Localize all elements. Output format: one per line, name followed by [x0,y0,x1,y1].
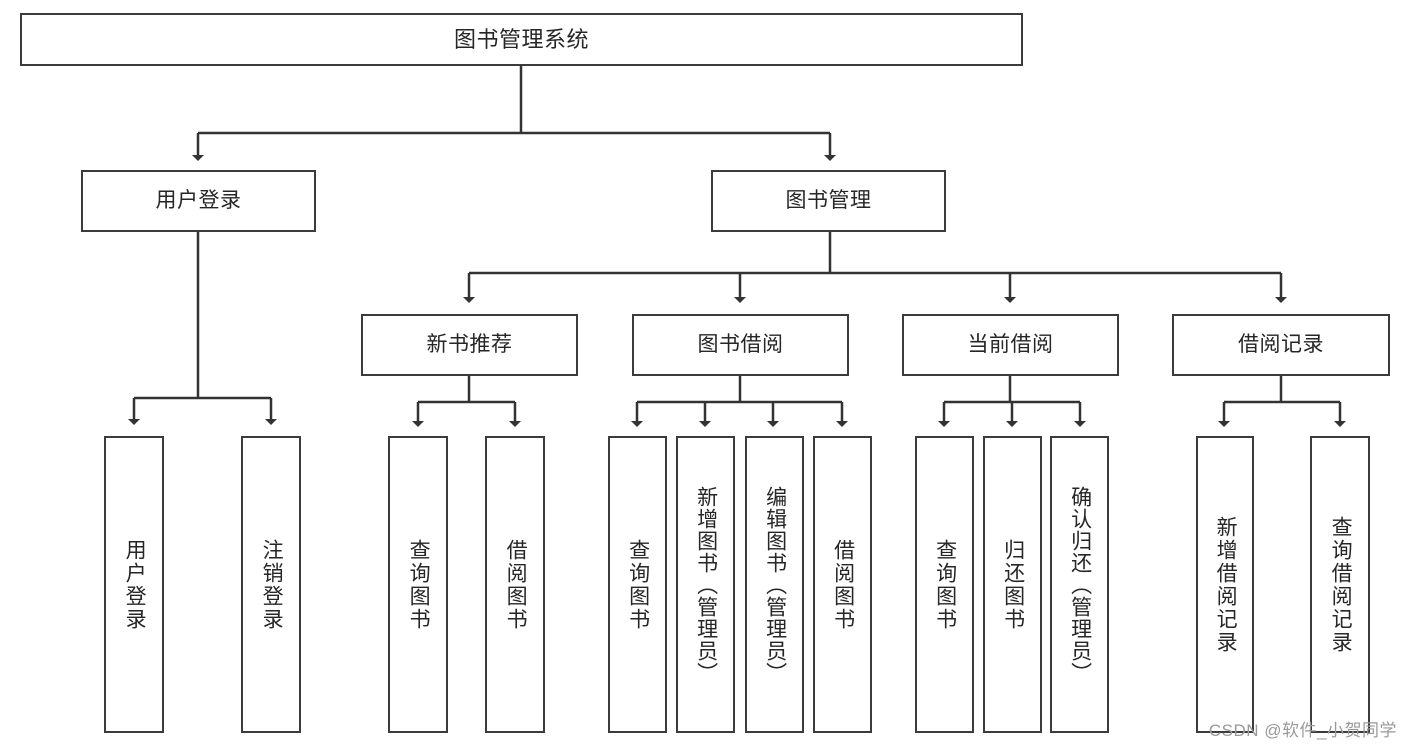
node-new-book-recommend[interactable]: 新书推荐 [361,314,578,376]
watermark-text: CSDN @软件_小贺同学 [1208,721,1397,740]
leaf-current-confirm[interactable]: 确认归还（管理员） [1050,436,1109,733]
leaf-current-confirm-label: 确认归还（管理员） [1068,485,1092,684]
leaf-borrow-add[interactable]: 新增图书（管理员） [676,436,735,733]
leaf-borrow-edit[interactable]: 编辑图书（管理员） [745,436,804,733]
leaf-newbook-borrow-label: 借阅图书 [504,538,528,631]
node-current-borrow[interactable]: 当前借阅 [902,314,1119,376]
leaf-login-logout[interactable]: 注销登录 [241,436,301,733]
leaf-borrow-query[interactable]: 查询图书 [608,436,667,733]
leaf-borrow-add-label: 新增图书（管理员） [694,485,718,684]
node-root[interactable]: 图书管理系统 [20,13,1023,66]
node-current-borrow-label: 当前借阅 [967,332,1054,356]
node-borrow-records[interactable]: 借阅记录 [1172,314,1390,376]
leaf-borrow-lend[interactable]: 借阅图书 [813,436,872,733]
node-user-login[interactable]: 用户登录 [81,170,316,232]
leaf-current-return-label: 归还图书 [1001,538,1025,631]
node-borrow-records-label: 借阅记录 [1238,332,1324,356]
node-root-label: 图书管理系统 [453,26,589,52]
leaf-borrow-edit-label: 编辑图书（管理员） [763,485,787,684]
leaf-newbook-borrow[interactable]: 借阅图书 [485,436,545,733]
leaf-borrow-query-label: 查询图书 [626,538,650,631]
leaf-current-return[interactable]: 归还图书 [983,436,1042,733]
node-book-borrow[interactable]: 图书借阅 [632,314,849,376]
leaf-login-logout-label: 注销登录 [260,538,284,631]
leaf-records-add[interactable]: 新增借阅记录 [1196,436,1254,733]
node-user-login-label: 用户登录 [155,188,242,212]
leaf-login-user-label: 用户登录 [123,538,147,631]
leaf-records-query[interactable]: 查询借阅记录 [1310,436,1370,733]
node-book-management-label: 图书管理 [785,188,872,212]
leaf-borrow-lend-label: 借阅图书 [831,538,855,631]
leaf-current-query-label: 查询图书 [933,538,957,631]
leaf-newbook-query-label: 查询图书 [407,538,431,631]
leaf-newbook-query[interactable]: 查询图书 [388,436,448,733]
leaf-current-query[interactable]: 查询图书 [915,436,974,733]
leaf-records-query-label: 查询借阅记录 [1329,515,1353,654]
leaf-records-add-label: 新增借阅记录 [1214,515,1238,654]
node-book-management[interactable]: 图书管理 [711,170,946,232]
node-new-book-recommend-label: 新书推荐 [426,332,513,356]
leaf-login-user[interactable]: 用户登录 [104,436,164,733]
node-book-borrow-label: 图书借阅 [697,332,784,356]
